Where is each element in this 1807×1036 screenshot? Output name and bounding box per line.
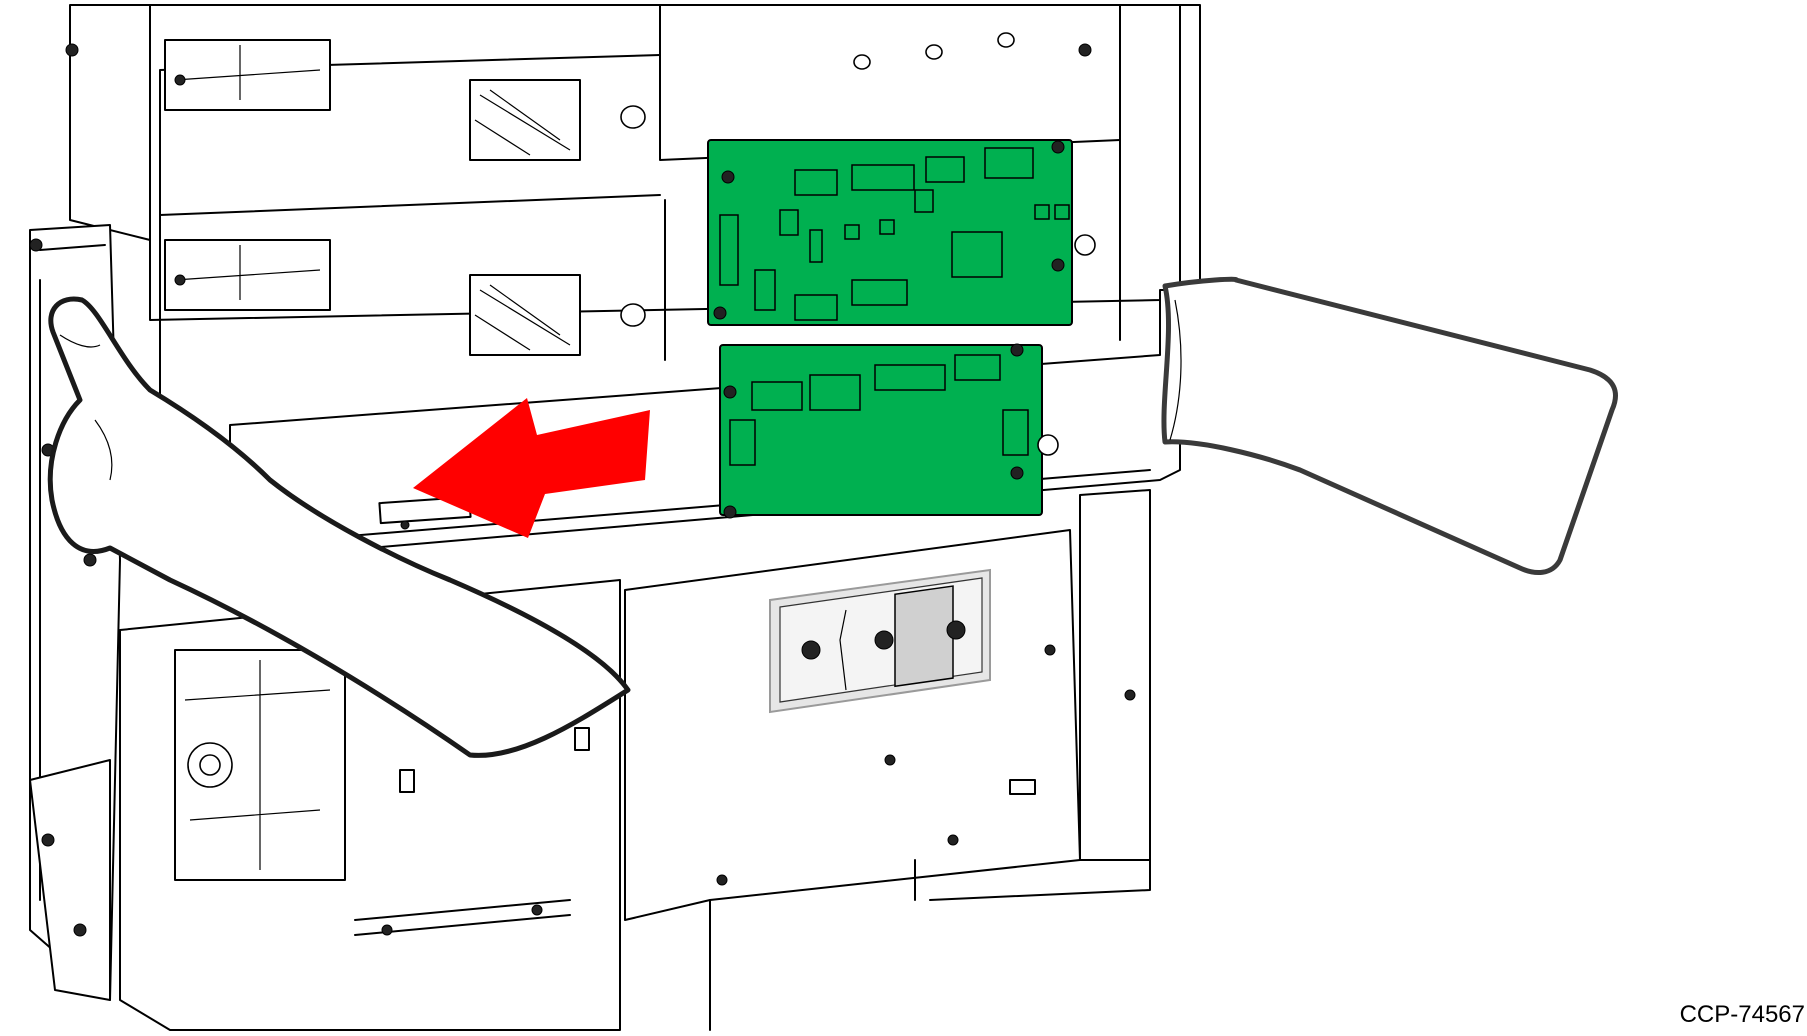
lower-circuit-board: [719, 343, 1059, 519]
right-hand: [1161, 276, 1618, 575]
upper-circuit-board: [707, 139, 1096, 326]
label-plate: [769, 568, 991, 714]
left-hand: [47, 296, 631, 758]
left-side-panel: [29, 224, 121, 1001]
pull-direction-arrow: [413, 398, 650, 538]
figure-id-label: CCP-74567: [1679, 1001, 1805, 1028]
